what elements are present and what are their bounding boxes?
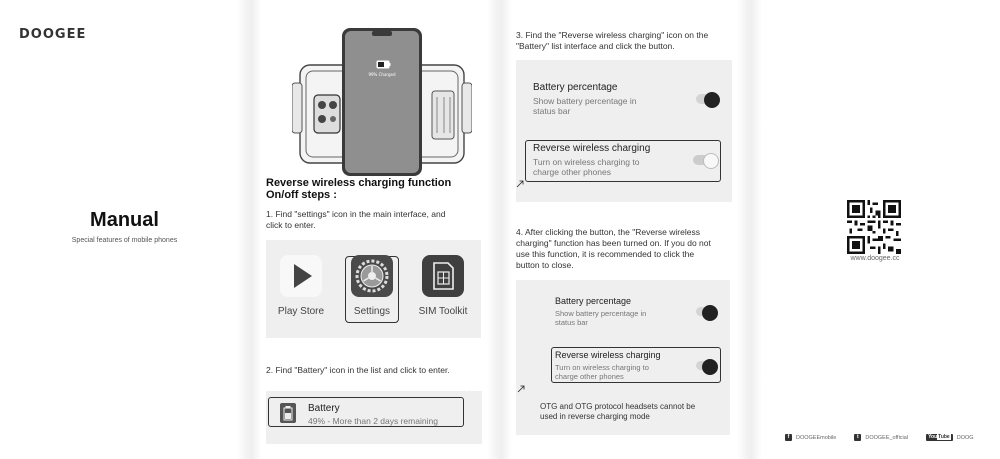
note-line: used in reverse charging mode [540,412,650,421]
play-store-icon [280,255,322,297]
sub-line: Show battery percentage in [533,96,637,106]
battery-highlight[interactable] [268,397,464,427]
step-line: button to close. [516,260,574,270]
fold-shadow [487,0,499,459]
step-1-text: 1. Find "settings" icon in the main inte… [266,209,445,231]
battery-subtitle: 49% - More than 2 days remaining [308,416,438,426]
gear-icon [351,255,393,297]
youtube-icon: YouTube [926,434,953,441]
note-line: OTG and OTG protocol headsets cannot be [540,402,696,411]
app-label: Play Store [277,306,325,317]
app-grid: Play Store Settings [266,240,481,338]
reverse-charging-sub: Turn on wireless charging to charge othe… [533,157,639,177]
phone-illustration: 99% Charged [292,28,472,176]
back-cover-panel: www.doogee.cc f DOOGEEmobile t DOOGEE_of… [750,0,1000,459]
brand-logo: DOOGEE [19,27,87,42]
app-label: SIM Toolkit [418,306,468,317]
battery-percentage-sub: Show battery percentage in status bar [555,309,646,327]
reverse-charging-highlight [551,347,721,383]
reverse-charging-toggle[interactable] [696,359,718,375]
twitter-icon: t [854,434,862,441]
sub-line: status bar [555,318,588,327]
sub-line: status bar [533,106,571,116]
fold-shadow [250,0,262,459]
steps-panel-1: 99% Charged Reverse wireless charging fu… [250,0,499,459]
reverse-charging-highlight [525,140,721,182]
reverse-charging-title: Reverse wireless charging [533,143,651,154]
svg-text:99% Charged: 99% Charged [368,72,396,77]
pointer-arrow-icon [516,180,524,188]
step-line: click to enter. [266,220,316,230]
sub-line: Turn on wireless charging to [555,363,649,372]
fold-shadow [737,0,749,459]
battery-percentage-title: Battery percentage [555,296,632,306]
app-sim-toolkit[interactable]: SIM Toolkit [412,255,474,317]
step-line: charging" function has been turned on. I… [516,238,711,248]
manual-subtitle: Special features of mobile phones [71,237,178,244]
battery-settings-before: Battery percentage Show battery percenta… [516,60,732,202]
battery-title: Battery [308,403,340,414]
facebook-icon: f [785,434,792,441]
reverse-charging-title: Reverse wireless charging [555,350,661,360]
step-line: "Battery" list interface and click the b… [516,41,675,51]
battery-icon [280,403,296,423]
website-url[interactable]: www.doogee.cc [850,255,900,262]
app-play-store[interactable]: Play Store [270,255,332,317]
sub-line: charge other phones [555,372,624,381]
step-line: 1. Find "settings" icon in the main inte… [266,209,446,219]
step-3-text: 3. Find the "Reverse wireless charging" … [516,30,708,52]
manual-title: Manual [90,209,159,231]
twitter-handle[interactable]: DOOGEE_official [865,434,909,441]
steps-panel-2: 3. Find the "Reverse wireless charging" … [500,0,749,459]
step-4-text: 4. After clicking the button, the "Rever… [516,227,711,271]
battery-list-item-box: Battery 49% - More than 2 days remaining [266,391,482,444]
fold-shadow [500,0,512,459]
app-label: Settings [353,306,391,317]
reverse-charging-toggle[interactable] [693,153,719,169]
heading-line: Reverse wireless charging function [266,177,452,189]
step-line: 3. Find the "Reverse wireless charging" … [516,30,709,40]
step-2-text: 2. Find "Battery" icon in the list and c… [266,365,450,375]
cover-panel: DOOGEE Manual Special features of mobile… [0,0,249,459]
battery-percentage-title: Battery percentage [533,82,618,93]
fold-shadow [237,0,249,459]
heading-line: On/off steps : [266,189,337,201]
battery-percentage-toggle[interactable] [696,92,720,108]
app-settings[interactable]: Settings [341,255,403,317]
qr-code-icon [847,200,901,254]
section-heading: Reverse wireless charging function On/of… [266,177,486,201]
battery-settings-after: Battery percentage Show battery percenta… [516,280,730,435]
battery-percentage-sub: Show battery percentage in status bar [533,96,636,116]
otg-note: OTG and OTG protocol headsets cannot be … [540,402,695,422]
youtube-handle[interactable]: DOOG [956,434,974,441]
facebook-handle[interactable]: DOOGEEmobile [796,434,837,441]
sub-line: Turn on wireless charging to [533,157,640,167]
battery-percentage-toggle[interactable] [696,305,718,321]
pointer-arrow-icon [517,385,525,393]
reverse-charging-sub: Turn on wireless charging to charge othe… [555,363,649,381]
sim-card-icon [422,255,464,297]
sub-line: Show battery percentage in [555,309,647,318]
step-line: 4. After clicking the button, the "Rever… [516,227,700,237]
sub-line: charge other phones [533,167,611,177]
social-links: f DOOGEEmobile t DOOGEE_official YouTube… [785,434,974,441]
step-line: use this function, it is recommended to … [516,249,695,259]
fold-shadow [750,0,762,459]
